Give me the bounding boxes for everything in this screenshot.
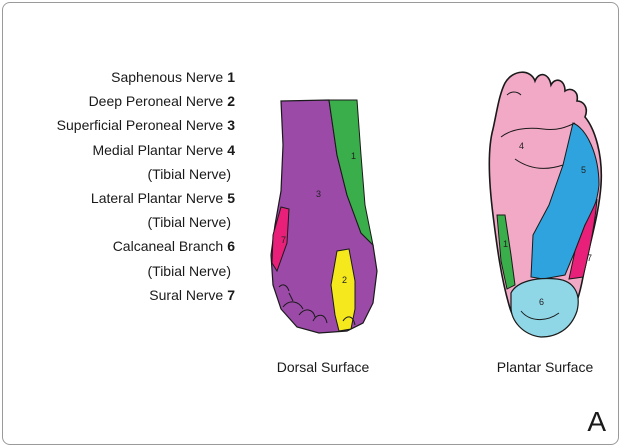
legend-name: (Tibial Nerve) xyxy=(148,214,232,230)
plantar-caption: Plantar Surface xyxy=(475,359,615,375)
legend-name: Lateral Plantar Nerve xyxy=(91,190,223,206)
dorsal-label-3: 3 xyxy=(316,189,321,199)
legend-number: 1 xyxy=(227,69,235,85)
plantar-label-7: 7 xyxy=(587,253,592,263)
dorsal-caption: Dorsal Surface xyxy=(253,359,393,375)
plantar-label-1: 1 xyxy=(503,239,508,249)
legend-item: (Tibial Nerve) xyxy=(3,259,235,283)
plantar-label-5: 5 xyxy=(581,165,586,175)
legend-name: Calcaneal Branch xyxy=(113,238,224,254)
legend-number: 4 xyxy=(227,142,235,158)
legend-number: 6 xyxy=(227,238,235,254)
plantar-region-calcaneal xyxy=(511,279,578,337)
panel-letter: A xyxy=(587,406,606,438)
legend-number: 2 xyxy=(227,93,235,109)
legend-name: (Tibial Nerve) xyxy=(148,263,232,279)
dorsal-foot-diagram: 1 3 7 2 xyxy=(269,95,385,339)
dorsal-label-7: 7 xyxy=(281,235,286,245)
legend-name: Medial Plantar Nerve xyxy=(92,142,223,158)
legend-item: (Tibial Nerve) xyxy=(3,162,235,186)
legend-name: Sural Nerve xyxy=(149,287,223,303)
legend-item: (Tibial Nerve) xyxy=(3,210,235,234)
plantar-label-4: 4 xyxy=(519,141,524,151)
dorsal-label-1: 1 xyxy=(351,151,356,161)
plantar-label-6: 6 xyxy=(539,297,544,307)
legend-number: 5 xyxy=(227,190,235,206)
legend-name: Superficial Peroneal Nerve xyxy=(57,117,224,133)
dorsal-label-2: 2 xyxy=(342,275,347,285)
legend-name: (Tibial Nerve) xyxy=(148,166,232,182)
plantar-foot-diagram: 4 5 1 7 6 xyxy=(483,65,609,341)
legend-number: 3 xyxy=(227,117,235,133)
legend-name: Saphenous Nerve xyxy=(111,69,223,85)
legend-name: Deep Peroneal Nerve xyxy=(89,93,224,109)
legend-number: 7 xyxy=(227,287,235,303)
